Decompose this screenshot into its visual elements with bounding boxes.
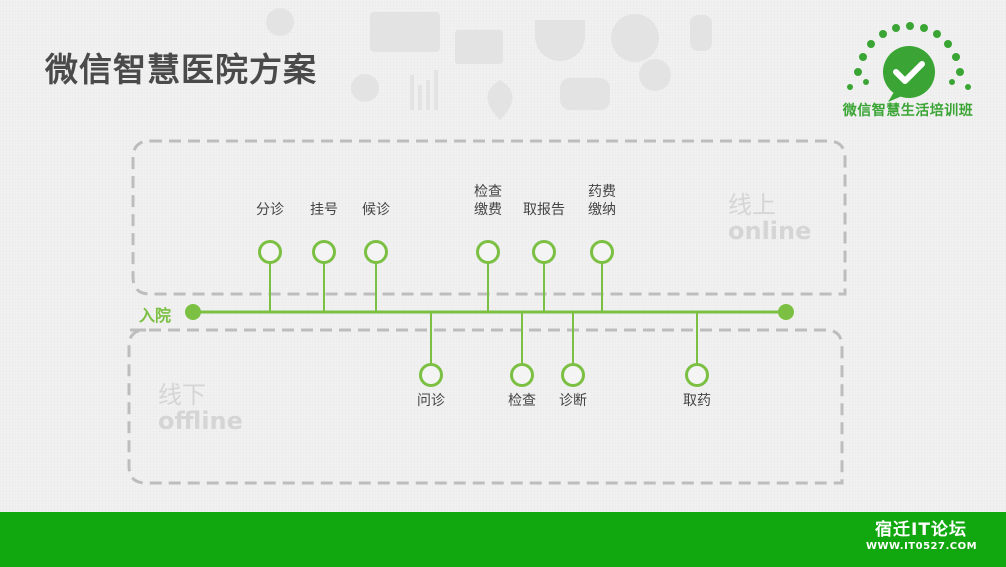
online-step-label: 检查 缴费 [458,183,518,219]
offline-zone-en: offline [158,408,243,434]
online-step-label: 挂号 [294,201,354,219]
online-step-node [366,242,387,263]
online-zone-cn: 线上 [728,192,811,218]
online-step-node [534,242,555,263]
offline-step-node [563,365,584,386]
online-step-label: 分诊 [240,201,300,219]
admission-label: 入院 [139,302,171,326]
offline-step-node [421,365,442,386]
timeline-start-dot [185,304,201,320]
online-step-label: 候诊 [346,201,406,219]
online-zone-label: 线上 online [728,192,811,244]
footer-url: WWW.IT0527.COM [866,540,976,554]
online-step-node [592,242,613,263]
offline-step-label: 取药 [667,392,727,410]
online-step-node [314,242,335,263]
online-step-label: 取报告 [514,201,574,219]
footer-logo: 宿迁IT论坛 WWW.IT0527.COM [866,520,976,554]
offline-step-label: 问诊 [401,392,461,410]
offline-zone-label: 线下 offline [158,382,243,434]
online-step-label: 药费 缴纳 [572,183,632,219]
offline-step-node [512,365,533,386]
footer-forum-name: 宿迁IT论坛 [866,520,976,540]
offline-step-label: 诊断 [543,392,603,410]
offline-step-node [687,365,708,386]
online-step-node [478,242,499,263]
online-zone-en: online [728,218,811,244]
timeline-end-dot [778,304,794,320]
online-step-node [260,242,281,263]
offline-zone-cn: 线下 [158,382,243,408]
footer-bar [0,512,1006,567]
